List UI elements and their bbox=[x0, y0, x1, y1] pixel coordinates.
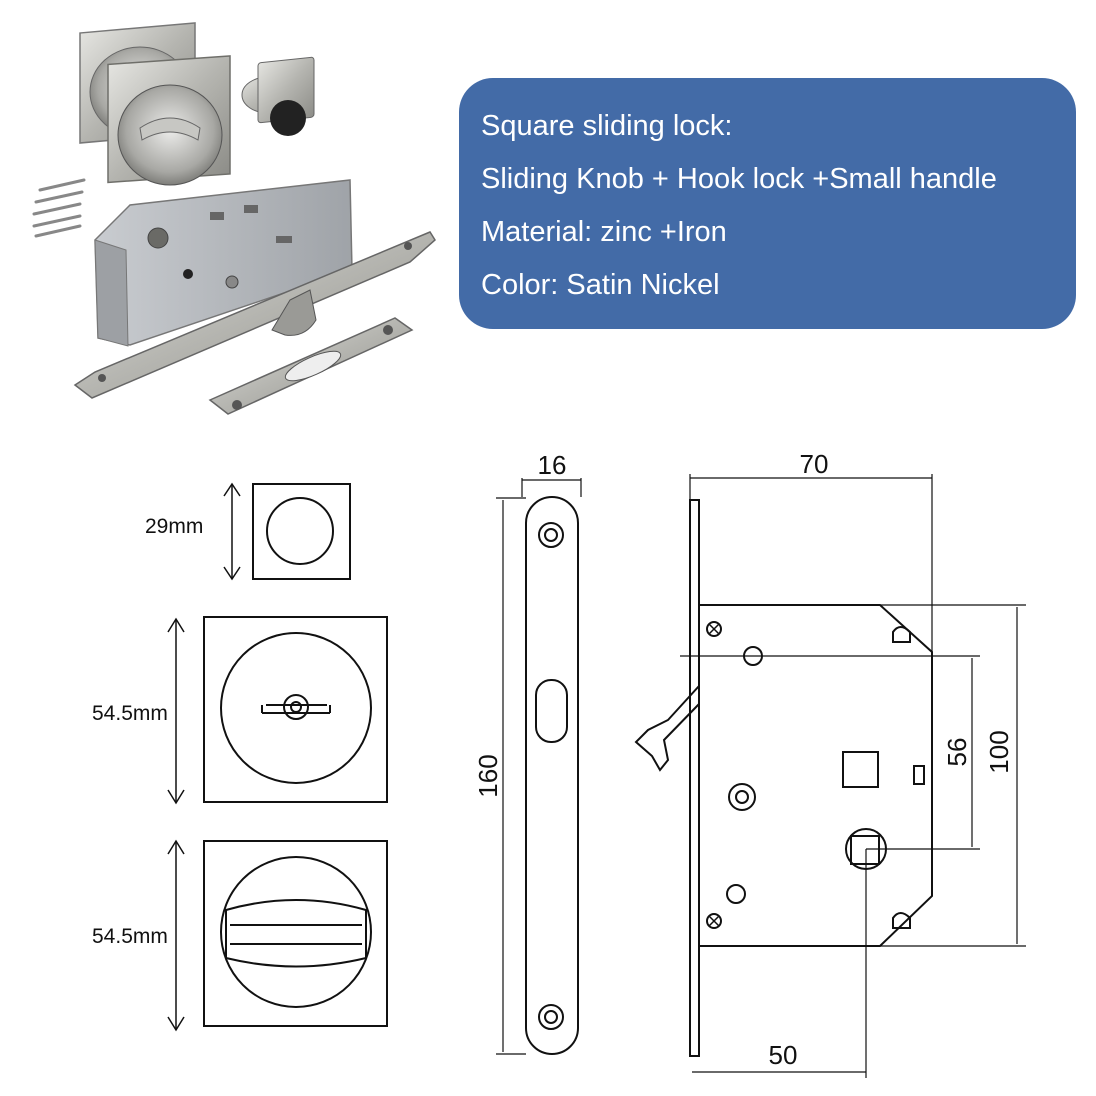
lock-width-label: 70 bbox=[800, 449, 829, 479]
strike-length-label: 160 bbox=[473, 754, 503, 797]
pull-handle-height-label: 54.5mm bbox=[92, 702, 168, 725]
backset-label: 50 bbox=[769, 1040, 798, 1070]
lock-body-drawing bbox=[634, 474, 1026, 1078]
spec-title: Square sliding lock: bbox=[481, 110, 733, 142]
spec-color: Color: Satin Nickel bbox=[481, 269, 720, 301]
strike-plate-drawing bbox=[496, 478, 582, 1055]
small-finger-pull bbox=[241, 56, 315, 136]
knob-handle-drawing bbox=[167, 839, 388, 1032]
small-handle-height-label: 29mm bbox=[145, 515, 203, 538]
strike-width-label: 16 bbox=[538, 450, 567, 480]
knob-handle-height-label: 54.5mm bbox=[92, 925, 168, 948]
strike-plate bbox=[208, 317, 414, 415]
spindle-distance-label: 56 bbox=[942, 738, 972, 767]
product-photo bbox=[32, 22, 436, 415]
square-pull-handle-front bbox=[107, 55, 231, 186]
pull-handle-drawing bbox=[167, 616, 388, 805]
spec-components: Sliding Knob + Hook lock +Small handle bbox=[481, 163, 997, 195]
specification-panel: Square sliding lock: Sliding Knob + Hook… bbox=[459, 78, 1076, 329]
small-handle-drawing bbox=[223, 482, 351, 581]
mortise-hook-lock bbox=[73, 179, 436, 399]
technical-drawing: 29mm 54.5mm 54.5mm bbox=[92, 449, 1026, 1078]
lock-height-label: 100 bbox=[984, 730, 1014, 773]
spec-material: Material: zinc +Iron bbox=[481, 216, 727, 248]
mounting-screws bbox=[32, 178, 86, 238]
